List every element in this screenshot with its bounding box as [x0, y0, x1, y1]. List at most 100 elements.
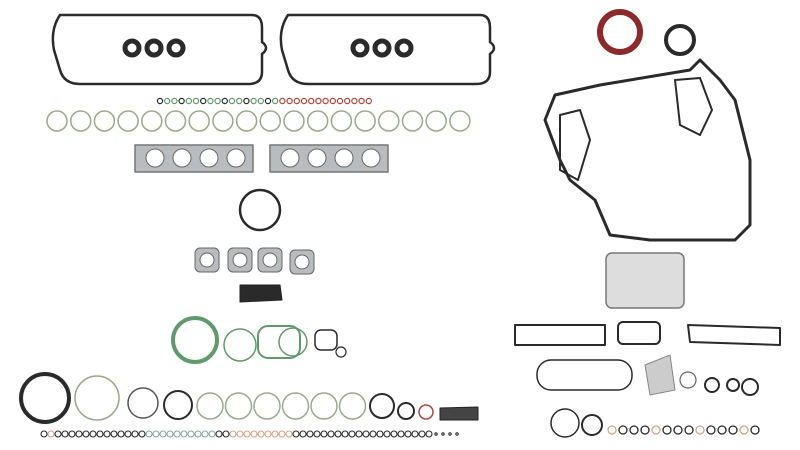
o-ring [378, 110, 400, 132]
small-o-ring [96, 430, 104, 438]
small-o-ring [208, 430, 216, 438]
flange-bore [294, 254, 310, 270]
small-o-ring [292, 430, 300, 438]
small-o-ring [369, 430, 377, 438]
oil-pan-seal [536, 359, 633, 391]
small-o-ring [75, 430, 83, 438]
small-seal [358, 97, 365, 105]
small-o-ring [138, 430, 146, 438]
small-seal [264, 97, 272, 105]
small-o-ring [673, 425, 683, 435]
small-o-ring [348, 430, 356, 438]
small-o-ring [455, 432, 459, 436]
small-o-ring [684, 425, 694, 435]
small-seal [156, 97, 164, 105]
o-ring [418, 404, 434, 420]
green-seal-rect [257, 325, 301, 359]
small-o-ring [334, 430, 342, 438]
small-o-ring [411, 430, 419, 438]
small-o-ring [434, 432, 438, 436]
small-seal [329, 97, 336, 105]
o-ring [141, 110, 163, 132]
o-ring [253, 392, 281, 420]
small-o-ring [40, 430, 48, 438]
metal-gasket [644, 354, 676, 396]
black-plate-gasket [239, 284, 283, 303]
small-seal [228, 97, 236, 105]
small-seal [221, 97, 228, 105]
o-ring [354, 110, 376, 132]
o-ring [69, 110, 92, 132]
manifold-port [226, 148, 246, 168]
small-seal [365, 97, 372, 105]
small-o-ring [257, 430, 265, 438]
o-ring [741, 378, 759, 396]
small-o-ring [313, 430, 321, 438]
o-ring [283, 110, 305, 132]
small-o-ring [47, 430, 55, 438]
o-ring [310, 392, 338, 420]
black-gasket [617, 321, 661, 345]
flange-bore [232, 252, 248, 268]
o-ring [449, 110, 471, 132]
intake-manifold-gasket [134, 144, 254, 173]
small-seal [171, 97, 178, 105]
small-o-ring [651, 425, 661, 435]
spark-plug-tube-seal [350, 38, 370, 58]
oil-cooler-gasket [605, 252, 685, 309]
small-o-ring [662, 425, 672, 435]
valve-cover-gasket [279, 13, 496, 86]
o-ring [224, 392, 253, 420]
flange-bore [262, 252, 278, 268]
valve-cover-gasket [51, 13, 268, 86]
small-o-ring [285, 430, 293, 438]
small-o-ring [618, 425, 628, 435]
timing-cover-inner [559, 109, 591, 181]
small-o-ring [327, 430, 335, 438]
small-o-ring [341, 430, 349, 438]
small-o-ring [124, 430, 132, 438]
small-o-ring [194, 430, 202, 438]
small-o-ring [243, 430, 251, 438]
small-o-ring [110, 430, 118, 438]
small-o-ring [54, 430, 62, 438]
o-ring [704, 377, 720, 393]
small-o-ring [335, 346, 347, 358]
o-ring [46, 110, 68, 132]
small-o-ring [695, 425, 705, 435]
small-o-ring [180, 430, 188, 438]
timing-cover-gasket [543, 58, 752, 242]
small-o-ring [103, 430, 111, 438]
small-seal [336, 97, 344, 105]
small-o-ring [166, 430, 174, 438]
o-ring [74, 375, 120, 421]
small-seal [192, 97, 200, 105]
o-ring [306, 110, 329, 132]
small-seal [199, 97, 207, 105]
o-ring [188, 110, 210, 132]
small-o-ring [441, 432, 445, 436]
o-ring [330, 110, 353, 132]
small-o-ring [145, 430, 153, 438]
black-gasket [514, 324, 606, 346]
o-ring [163, 390, 193, 420]
small-o-ring [159, 430, 167, 438]
spark-plug-tube-seal [394, 38, 414, 58]
small-o-ring [418, 430, 426, 438]
small-seal [250, 97, 257, 105]
manifold-port [334, 148, 354, 168]
small-o-ring [68, 430, 76, 438]
small-seal [308, 97, 315, 105]
green-seal [223, 328, 257, 362]
small-o-ring [397, 430, 405, 438]
small-seal [300, 97, 308, 105]
small-o-ring [89, 430, 97, 438]
spark-plug-tube-seal [372, 38, 392, 58]
manifold-port [307, 148, 327, 168]
small-gasket [314, 329, 338, 351]
manifold-port [172, 148, 192, 168]
o-ring [401, 110, 424, 132]
small-o-ring [271, 430, 279, 438]
o-ring [127, 387, 159, 419]
